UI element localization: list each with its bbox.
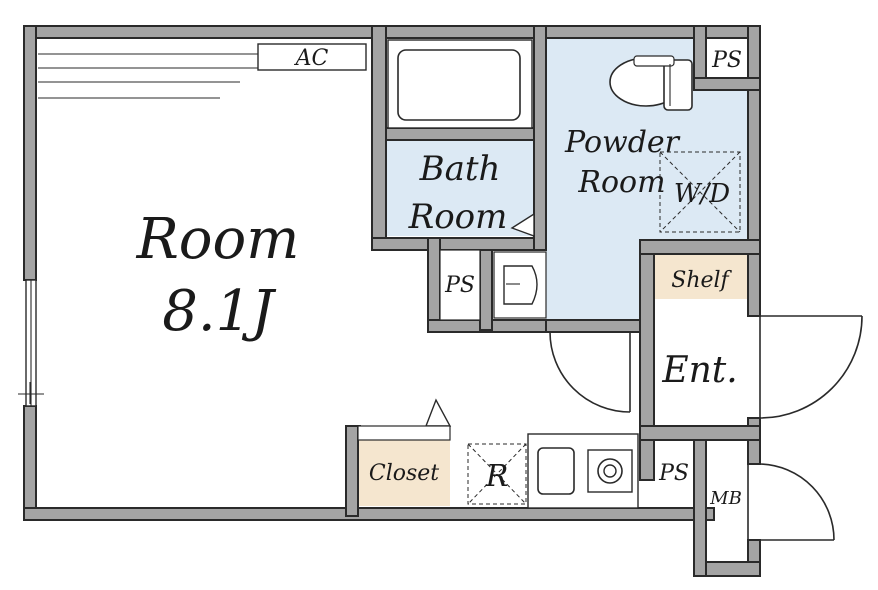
ps-mid-label: PS xyxy=(444,273,475,298)
powder-room-door[interactable] xyxy=(549,331,631,413)
bath-room-label-2: Room xyxy=(408,197,508,237)
wall-bath-divider xyxy=(385,127,535,141)
wall-bath-left xyxy=(371,25,387,251)
fridge-space xyxy=(467,443,527,505)
kitchen-counter xyxy=(527,433,639,509)
wall-bath-right xyxy=(533,25,547,251)
ac-label: AC xyxy=(294,46,329,71)
room-size-label: 8.1J xyxy=(162,279,277,344)
powder-room-fill xyxy=(546,38,748,320)
bathtub-basin xyxy=(397,49,521,121)
closet-fill xyxy=(358,440,450,506)
window-lines xyxy=(38,53,258,99)
wall-shelf-top xyxy=(639,239,761,255)
closet-door-mark[interactable] xyxy=(424,398,452,427)
wall-left-upper xyxy=(23,25,37,281)
room-label: Room xyxy=(136,207,300,272)
closet-label: Closet xyxy=(369,461,439,486)
wall-top xyxy=(23,25,761,39)
washer-dryer-space xyxy=(659,151,741,233)
washer-dryer-label: W/D xyxy=(674,179,730,209)
ps-bottom-label: PS xyxy=(658,461,689,486)
wall-right-top xyxy=(747,25,761,317)
bath-door-mark[interactable] xyxy=(510,212,535,237)
wall-left-lower xyxy=(23,405,37,521)
front-door[interactable] xyxy=(759,315,863,419)
toilet-icon xyxy=(609,55,693,111)
wall-ps-top-bottom xyxy=(693,77,761,91)
sink-icon xyxy=(537,447,575,495)
wall-mb-left xyxy=(693,427,707,577)
bath-room-label-1: Bath xyxy=(419,149,501,189)
shelf-fill xyxy=(655,255,747,299)
wall-core-left xyxy=(427,237,441,333)
wall-powder-bottom xyxy=(545,319,653,333)
wall-kitchen-left xyxy=(345,425,359,517)
entrance-label: Ent. xyxy=(661,350,737,391)
wall-entrance-bottom xyxy=(639,425,761,441)
ac-unit xyxy=(257,43,367,71)
mb-door[interactable] xyxy=(747,463,835,541)
bath-room-fill xyxy=(386,140,534,236)
ps-mid-box xyxy=(439,249,481,321)
wall-bath-bottom xyxy=(371,237,547,251)
wall-entrance-left xyxy=(639,239,655,481)
powder-room-label-2: Room xyxy=(577,165,665,200)
ps-top-label: PS xyxy=(711,48,742,73)
fridge-label: R xyxy=(485,459,509,494)
wash-basin-icon xyxy=(493,251,547,319)
mb-label: MB xyxy=(709,488,742,509)
powder-room-label-1: Powder xyxy=(564,125,681,160)
wall-core-divider xyxy=(479,249,493,331)
shelf-label: Shelf xyxy=(671,268,732,293)
wall-bottom xyxy=(23,507,715,521)
